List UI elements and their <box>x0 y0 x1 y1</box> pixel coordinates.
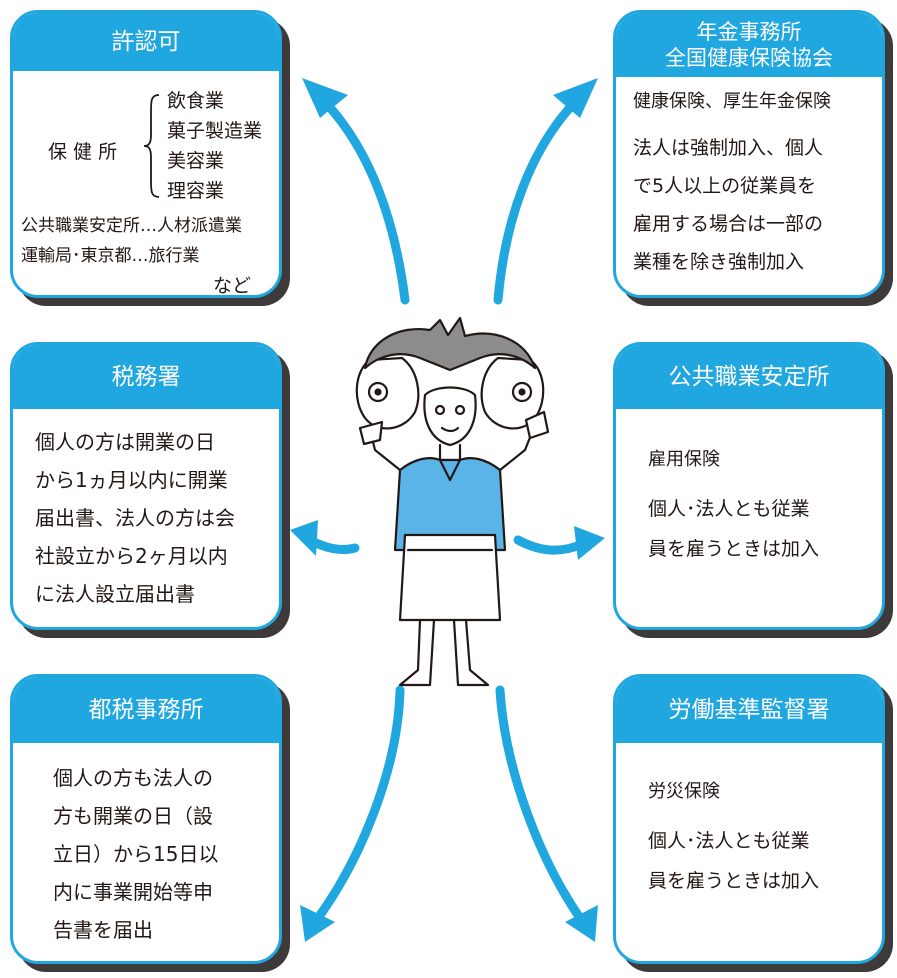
body-line: 告書を届出 <box>53 918 153 942</box>
card-title: 年金事務所 全国健康保険協会 <box>616 13 882 77</box>
arrowhead-roudou <box>565 905 598 942</box>
body-line: 個人･法人とも従業 <box>648 498 810 520</box>
hokenjo-label: 保 健 所 <box>48 141 118 163</box>
body-line: で5人以上の従業員を <box>633 175 817 197</box>
body-line: 員を雇うときは加入 <box>648 870 820 892</box>
body-line: 立日）から15日以 <box>53 842 219 866</box>
brace-item: 菓子製造業 <box>167 120 263 142</box>
body-line: に法人設立届出書 <box>35 582 195 606</box>
arrowhead-nenkin <box>553 78 598 118</box>
card-title: 許認可 <box>13 13 279 71</box>
body-line: 業種を除き強制加入 <box>633 251 805 273</box>
arrowhead-shokugyo <box>574 526 605 560</box>
card-kyoninka: 許認可 保 健 所 飲食業 菓子製造業 美容業 理容業 公共職業安定所…人材派遣… <box>10 10 290 306</box>
card-nenkin: 年金事務所 全国健康保険協会 健康保険、厚生年金保険 法人は強制加入、個人 で5… <box>613 10 893 306</box>
person-figure-icon <box>355 316 550 687</box>
insurance-label: 健康保険、厚生年金保険 <box>633 91 831 112</box>
arrowhead-tozei <box>300 905 335 942</box>
arrow-to-roudou <box>495 685 585 923</box>
body-line: 内に事業開始等申 <box>53 880 213 904</box>
brace-item: 飲食業 <box>167 90 225 112</box>
brace-item: 理容業 <box>167 180 225 202</box>
body-line: 個人の方も法人の <box>53 766 213 790</box>
card-title: 都税事務所 <box>13 677 279 743</box>
brace-item: 美容業 <box>167 150 225 172</box>
body-line: 方も開業の日（設 <box>53 804 213 828</box>
insurance-label: 労災保険 <box>648 781 720 802</box>
arrowhead-kyoninka <box>302 78 348 118</box>
agency-line: 運輸局･東京都…旅行業 <box>21 246 200 266</box>
body-line: から1ヵ月以内に開業 <box>35 468 228 492</box>
body-line: 個人の方は開業の日 <box>35 430 215 454</box>
body-line: 法人は強制加入、個人 <box>633 137 824 159</box>
etc-label: など <box>213 275 252 297</box>
card-shokugyo: 公共職業安定所 雇用保険 個人･法人とも従業 員を雇うときは加入 <box>613 342 893 638</box>
card-zeimusho: 税務署 個人の方は開業の日 から1ヵ月以内に開業 届出書、法人の方は会 社設立か… <box>10 342 290 638</box>
card-title: 労働基準監督署 <box>616 677 882 743</box>
agency-line: 公共職業安定所…人材派遣業 <box>21 216 242 236</box>
body-line: 雇用する場合は一部の <box>633 213 824 235</box>
brace-icon <box>143 94 160 198</box>
card-roudou: 労働基準監督署 労災保険 個人･法人とも従業 員を雇うときは加入 <box>613 674 893 972</box>
arrow-to-tozei <box>313 685 405 923</box>
arrow-to-kyoninka <box>320 97 410 305</box>
card-tozei: 都税事務所 個人の方も法人の 方も開業の日（設 立日）から15日以 内に事業開始… <box>10 674 290 972</box>
body-line: 個人･法人とも従業 <box>648 830 810 852</box>
body-line: 員を雇うときは加入 <box>648 538 820 560</box>
arrow-to-nenkin <box>493 97 580 305</box>
card-title: 公共職業安定所 <box>616 345 882 409</box>
arrowhead-zeimusho <box>290 520 318 556</box>
insurance-label: 雇用保険 <box>648 449 720 470</box>
arrow-to-shokugyo <box>513 535 585 555</box>
card-title: 税務署 <box>13 345 279 409</box>
body-line: 届出書、法人の方は会 <box>35 506 235 530</box>
body-line: 社設立から2ヶ月以内 <box>35 544 228 568</box>
